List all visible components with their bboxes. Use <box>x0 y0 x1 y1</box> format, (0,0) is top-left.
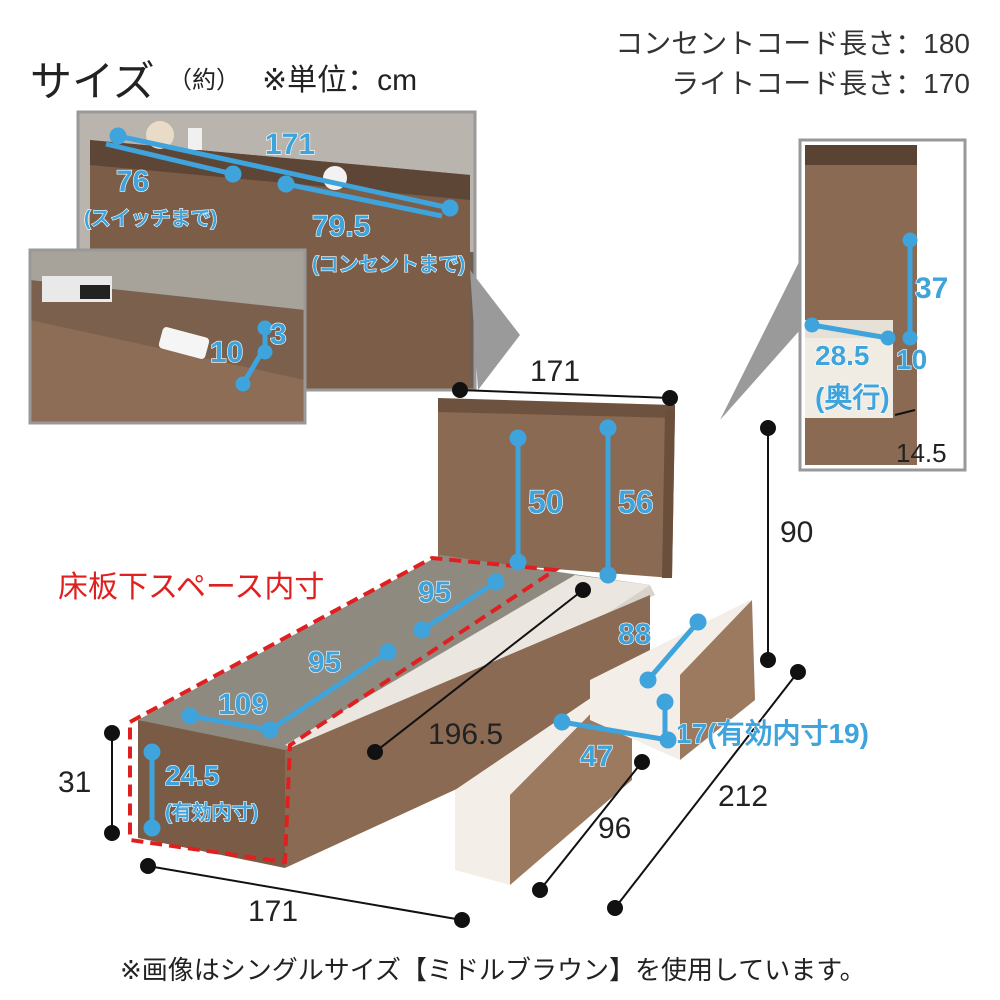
unit-note: ※単位：cm <box>262 64 418 97</box>
inset-width-label: 171 <box>264 127 316 161</box>
space-24-5: 24.5 <box>164 759 220 791</box>
drawer-96: 96 <box>598 812 632 845</box>
side-bottom-14-5: 14.5 <box>896 438 947 468</box>
to-switch-value: 76 <box>115 164 150 198</box>
drawer-88: 88 <box>617 617 652 651</box>
black-dimension-lines <box>104 382 916 928</box>
inner-length-196-5: 196.5 <box>428 718 504 751</box>
outlet-depth-a: 10 <box>209 335 244 369</box>
side-height-37: 37 <box>914 271 949 305</box>
under-space-outline <box>128 555 561 865</box>
light-cord-length: ライトコード長さ：170 <box>671 68 970 99</box>
outlet-cord-length: コンセントコード長さ：180 <box>615 28 970 59</box>
side-connector <box>720 260 800 420</box>
drawer-17: 17(有効内寸19) <box>675 717 869 749</box>
side-height-31: 31 <box>58 766 92 799</box>
to-outlet-value: 79.5 <box>311 209 371 243</box>
headboard-h-50: 50 <box>527 483 564 520</box>
front-width-171: 171 <box>248 895 299 928</box>
shelf-height-10: 10 <box>895 343 928 375</box>
to-outlet-label: (コンセントまで) <box>311 253 466 276</box>
inset-small-photo <box>28 248 307 425</box>
space-24-5-label: (有効内寸) <box>164 801 259 824</box>
footer-note: ※画像はシングルサイズ【ミドルブラウン】を使用しています。 <box>120 955 866 985</box>
title-approx: （約） <box>168 67 240 94</box>
space-109: 109 <box>217 687 269 721</box>
shelf-depth-label: (奥行) <box>814 381 890 413</box>
blue-dimension-lines <box>105 127 918 837</box>
headboard-h-56: 56 <box>617 483 654 520</box>
to-switch-label: (スイッチまで) <box>83 207 218 230</box>
under-space-label: 床板下スペース内寸 <box>58 571 325 604</box>
outlet-depth-b: 3 <box>269 317 287 351</box>
inset-connector <box>470 270 520 390</box>
inset-side-photo <box>798 138 967 472</box>
headboard-width: 171 <box>530 355 581 388</box>
drawer-47: 47 <box>579 739 614 773</box>
page-title: サイズ <box>30 58 155 105</box>
total-height: 90 <box>780 516 814 549</box>
shelf-depth-value: 28.5 <box>814 339 870 371</box>
total-length-212: 212 <box>718 780 769 813</box>
space-95-lower: 95 <box>307 645 342 679</box>
headboard <box>438 398 675 578</box>
space-95-upper: 95 <box>417 575 452 609</box>
